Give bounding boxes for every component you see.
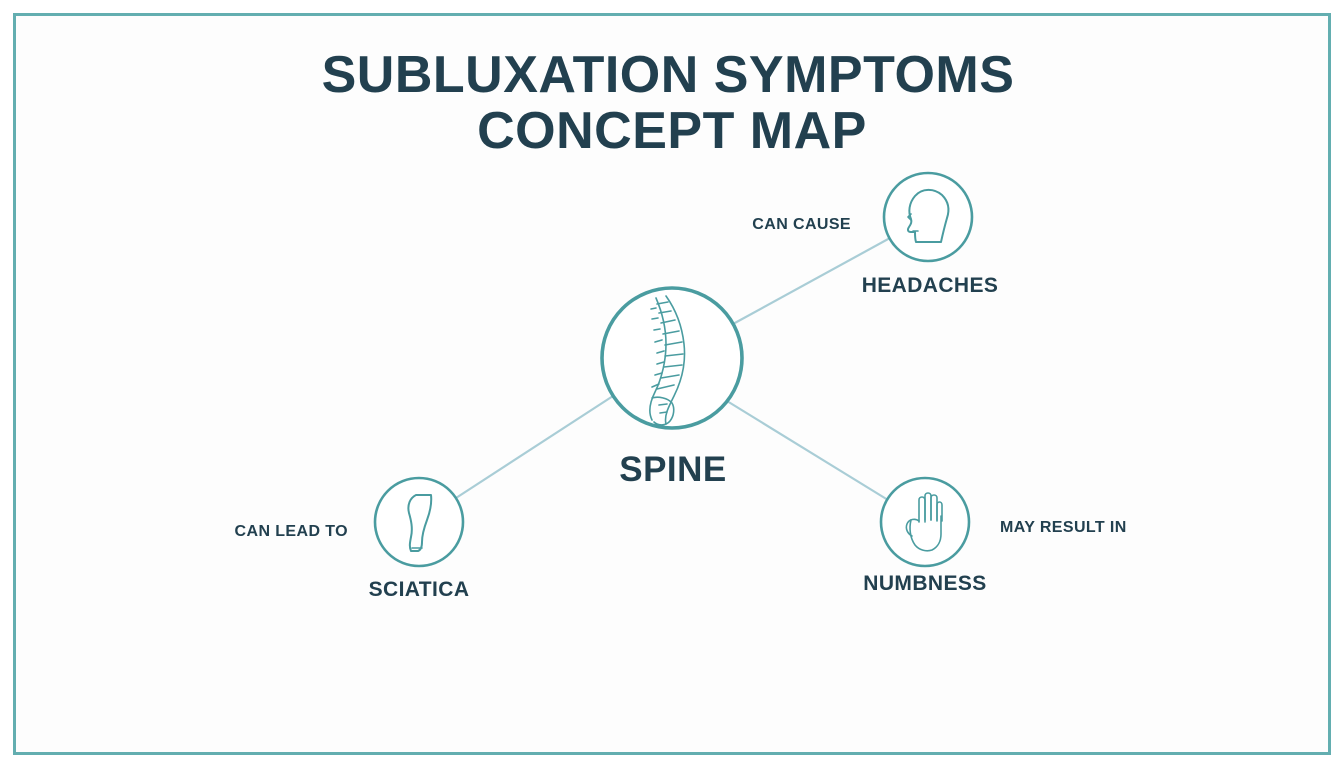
connector-spine-numbness bbox=[726, 400, 889, 501]
hand-icon bbox=[905, 492, 943, 552]
node-headaches-label: HEADACHES bbox=[862, 274, 999, 297]
title-line-1: SUBLUXATION SYMPTOMS bbox=[322, 46, 1015, 104]
title-line-2: CONCEPT MAP bbox=[477, 102, 867, 160]
connector-group bbox=[455, 237, 891, 501]
connector-spine-sciatica bbox=[455, 395, 614, 499]
connector-spine-headaches bbox=[732, 237, 891, 325]
node-headaches[interactable]: HEADACHES bbox=[862, 171, 999, 297]
node-sciatica-label: SCIATICA bbox=[369, 578, 470, 601]
node-sciatica[interactable]: SCIATICA bbox=[369, 476, 470, 601]
node-spine[interactable]: SPINE bbox=[600, 286, 744, 489]
leg-icon bbox=[407, 494, 433, 552]
edge-label-can-lead-to: CAN LEAD TO bbox=[235, 523, 348, 540]
node-spine-ring bbox=[600, 286, 744, 430]
head-icon bbox=[906, 188, 950, 243]
edge-label-may-result-in: MAY RESULT IN bbox=[1000, 519, 1127, 536]
node-numbness[interactable]: NUMBNESS bbox=[863, 476, 986, 595]
edge-label-can-cause: CAN CAUSE bbox=[752, 216, 851, 233]
spine-icon bbox=[649, 295, 686, 426]
node-sciatica-ring bbox=[373, 476, 465, 568]
node-spine-label: SPINE bbox=[619, 450, 727, 489]
node-headaches-ring bbox=[882, 171, 974, 263]
node-numbness-label: NUMBNESS bbox=[863, 572, 986, 595]
slide-title: SUBLUXATION SYMPTOMS CONCEPT MAP bbox=[322, 46, 1015, 160]
